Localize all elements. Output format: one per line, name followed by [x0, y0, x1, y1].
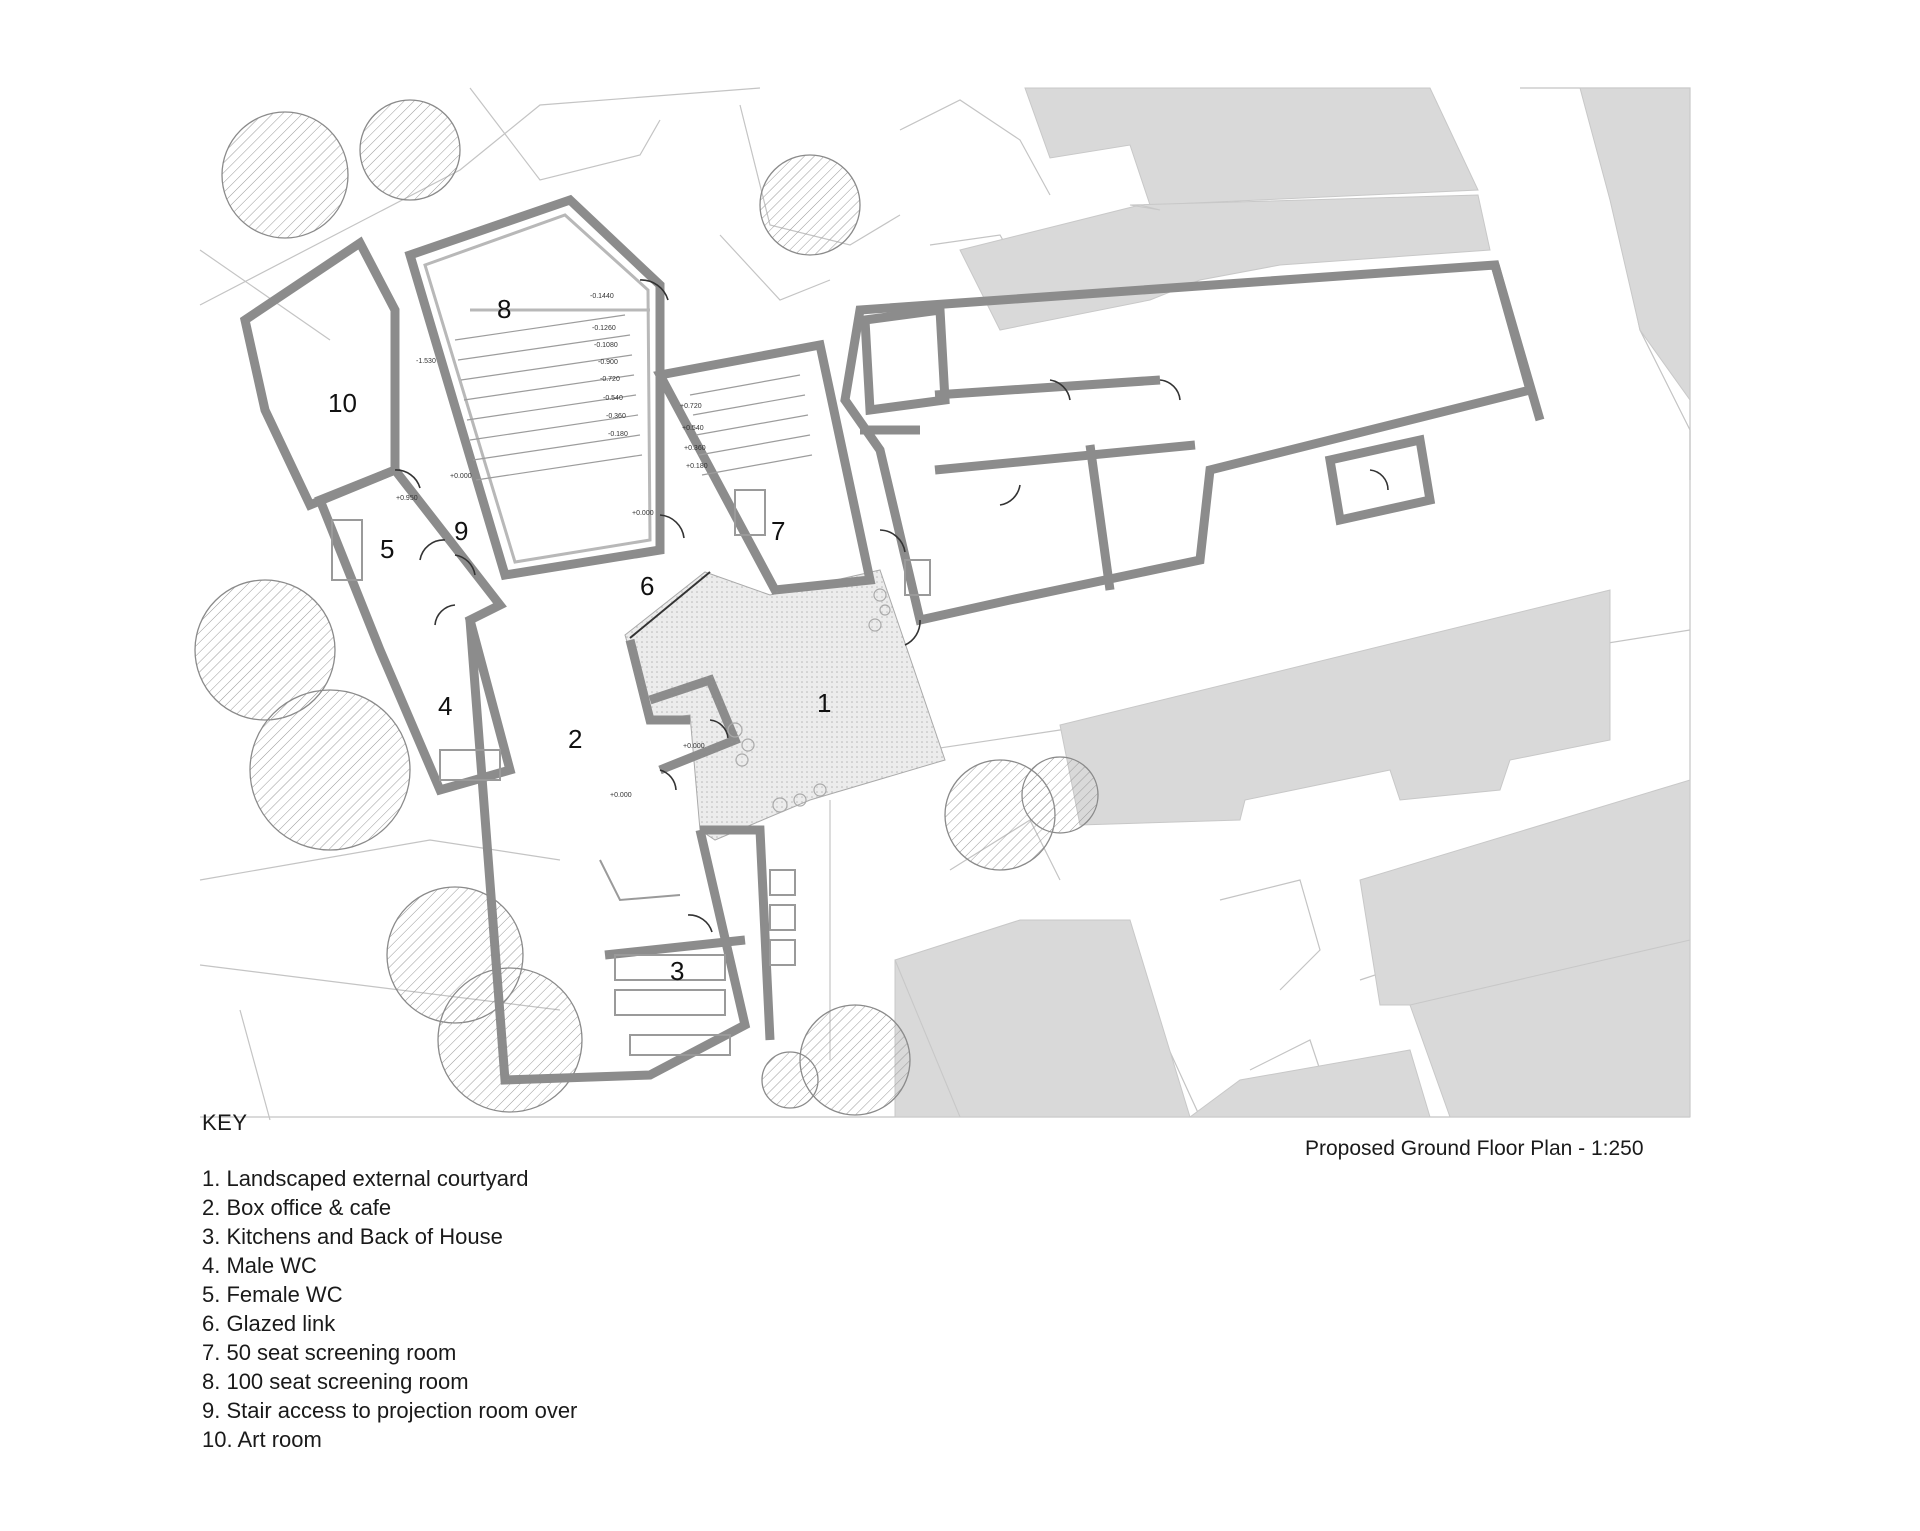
room-number-9: 9 — [454, 516, 468, 546]
wall-store — [648, 674, 741, 775]
room-number-6: 6 — [640, 571, 654, 601]
tree — [359, 99, 461, 201]
wall-kitchens — [604, 935, 746, 960]
level-annotations: -0.1440 -0.1260 -0.1080 -0.900 -0.720 -0… — [396, 293, 708, 799]
glazed-link-glazing — [629, 571, 711, 639]
building-walls — [239, 194, 876, 1085]
planting — [727, 588, 891, 813]
key-item: 5. Female WC — [202, 1282, 343, 1307]
room-number-1: 1 — [817, 688, 831, 718]
svg-text:-0.1080: -0.1080 — [594, 342, 618, 349]
key-list: 1. Landscaped external courtyard 2. Box … — [202, 1164, 577, 1454]
tree — [437, 967, 583, 1113]
svg-text:+0.000: +0.000 — [610, 792, 632, 799]
wall-screening-room-8 — [404, 194, 665, 581]
seating-rows-room-7 — [689, 374, 813, 476]
svg-text:+0.540: +0.540 — [682, 425, 704, 432]
room-number-2: 2 — [568, 724, 582, 754]
svg-text:+0.000: +0.000 — [683, 743, 705, 750]
svg-text:+0.950: +0.950 — [396, 495, 418, 502]
svg-text:+0.000: +0.000 — [632, 510, 654, 517]
key-item: 8. 100 seat screening room — [202, 1369, 469, 1394]
door-swings — [394, 279, 1389, 933]
svg-text:+0.720: +0.720 — [680, 403, 702, 410]
wall-glazed-link — [625, 638, 690, 725]
room-number-3: 3 — [670, 956, 684, 986]
tree — [194, 579, 336, 721]
room-number-4: 4 — [438, 691, 452, 721]
key-heading: KEY — [202, 1110, 248, 1135]
room-numbers: 1 2 3 4 5 6 7 8 9 10 — [328, 294, 831, 986]
tree — [761, 1051, 819, 1109]
key-item: 6. Glazed link — [202, 1311, 336, 1336]
svg-text:-0.1260: -0.1260 — [592, 325, 616, 332]
svg-text:+0.180: +0.180 — [686, 463, 708, 470]
fixture-details — [331, 489, 931, 1056]
wall-screening-room-7 — [653, 339, 876, 595]
wall-wc-block — [314, 464, 516, 796]
key-item: 10. Art room — [202, 1427, 322, 1452]
tree — [759, 154, 861, 256]
key-item: 9. Stair access to projection room over — [202, 1398, 578, 1423]
room-number-7: 7 — [771, 516, 785, 546]
tree — [1021, 756, 1099, 834]
trees — [194, 99, 1099, 1116]
svg-text:-1.530: -1.530 — [416, 358, 436, 365]
svg-text:-0.360: -0.360 — [606, 413, 626, 420]
screening-room-8-interior — [423, 213, 652, 564]
svg-text:-0.900: -0.900 — [598, 359, 618, 366]
svg-text:+0.360: +0.360 — [684, 445, 706, 452]
key-item: 4. Male WC — [202, 1253, 317, 1278]
tree — [249, 689, 411, 851]
svg-text:-0.720: -0.720 — [600, 376, 620, 383]
east-wing-walls — [840, 260, 1545, 626]
key-item: 7. 50 seat screening room — [202, 1340, 457, 1365]
svg-text:-0.540: -0.540 — [603, 395, 623, 402]
wall-art-room — [239, 236, 400, 511]
svg-text:-0.180: -0.180 — [608, 431, 628, 438]
key-item: 1. Landscaped external courtyard — [202, 1166, 529, 1191]
key-item: 3. Kitchens and Back of House — [202, 1224, 503, 1249]
drawing-title: Proposed Ground Floor Plan - 1:250 — [1305, 1137, 1644, 1160]
tree — [221, 111, 349, 239]
tree — [799, 1004, 911, 1116]
wall-foyer — [465, 619, 751, 1085]
svg-text:-0.1440: -0.1440 — [590, 293, 614, 300]
seating-rows-room-8 — [454, 314, 643, 481]
svg-text:+0.000: +0.000 — [450, 473, 472, 480]
room-number-5: 5 — [380, 534, 394, 564]
room-number-8: 8 — [497, 294, 511, 324]
key-item: 2. Box office & cafe — [202, 1195, 392, 1220]
room-number-10: 10 — [328, 388, 357, 418]
